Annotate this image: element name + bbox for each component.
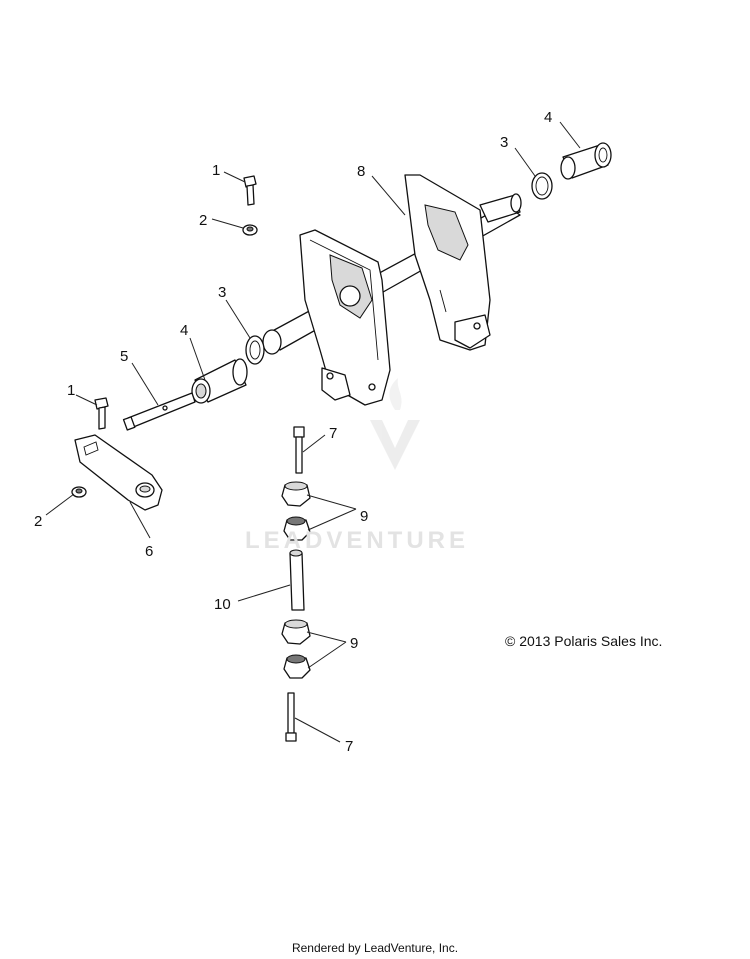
bushing-part-9-lower — [281, 619, 311, 679]
footer-text: Rendered by LeadVenture, Inc. — [291, 941, 459, 955]
leader-lines — [45, 121, 581, 743]
callout-5: 5 — [120, 348, 128, 365]
callout-3-right: 3 — [500, 134, 508, 151]
watermark-text: LEADVENTURE — [245, 527, 470, 554]
bolt-part-7-top — [293, 426, 305, 474]
callout-7-bottom: 7 — [345, 738, 353, 755]
bushing-part-4-left — [191, 358, 248, 404]
callout-4-left: 4 — [180, 322, 188, 339]
washer-part-3-left — [245, 335, 265, 365]
bolt-part-1-left — [94, 397, 109, 430]
callout-1-left: 1 — [67, 382, 75, 399]
bolt-part-1-top — [243, 175, 257, 206]
callout-8: 8 — [357, 163, 365, 180]
bolt-part-7-bottom — [285, 692, 297, 742]
arm-part-6 — [74, 434, 163, 511]
callout-3-left: 3 — [218, 284, 226, 301]
pivot-frame-part-8 — [262, 174, 522, 406]
callout-7-top: 7 — [329, 425, 337, 442]
bushing-part-9-upper — [281, 481, 311, 541]
washer-part-3-right — [531, 172, 553, 200]
leadventure-logo-icon — [370, 378, 420, 470]
callout-6: 6 — [145, 543, 153, 560]
callout-2-top: 2 — [199, 212, 207, 229]
callout-4-right: 4 — [544, 109, 552, 126]
callout-1-top: 1 — [212, 162, 220, 179]
nut-part-2-left — [71, 486, 87, 498]
callout-9-lower: 9 — [350, 635, 358, 652]
callout-2-left: 2 — [34, 513, 42, 530]
callout-10: 10 — [214, 596, 231, 613]
sleeve-part-10 — [289, 549, 305, 611]
nut-part-2-top — [242, 224, 258, 236]
shaft-part-5 — [122, 392, 196, 431]
copyright-text: © 2013 Polaris Sales Inc. — [505, 633, 663, 649]
bushing-part-4-right — [560, 142, 612, 180]
callout-9-upper: 9 — [360, 508, 368, 525]
